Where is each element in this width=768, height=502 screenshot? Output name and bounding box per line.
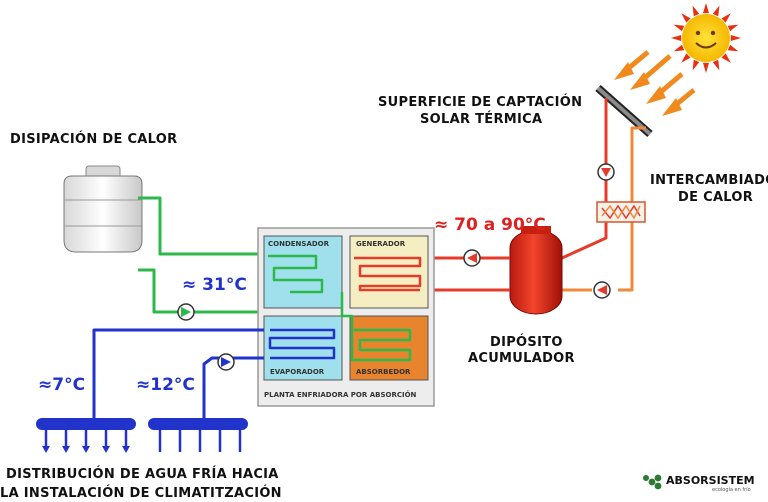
solar-surface-label-line2: SOLAR TÉRMICA — [420, 111, 542, 127]
chilled-return-temperature: ≈12°C — [136, 375, 195, 395]
generator-label: GENERADOR — [356, 240, 406, 248]
evaporator-label: EVAPORADOR — [270, 368, 325, 376]
cooling-water-circuit — [138, 196, 266, 316]
solar-surface-label-line1: SUPERFICIE DE CAPTACIÓN — [378, 94, 582, 110]
condenser-label: CONDENSADOR — [268, 240, 330, 248]
return-pump-icon — [593, 281, 611, 299]
absorber-label: ABSORBEDOR — [356, 368, 411, 376]
plant-title: PLANTA ENFRIADORA POR ABSORCIÓN — [264, 390, 417, 399]
supply-manifold — [36, 418, 136, 453]
chilled-water-circuit — [92, 328, 264, 418]
condenser-module — [263, 235, 343, 309]
heat-exchanger-label-line2: DE CALOR — [678, 190, 753, 205]
solar-pump-icon — [597, 163, 615, 181]
tank-label-line2: ACUMULADOR — [468, 351, 575, 366]
heat-dissipation-label: DISIPACIÓN DE CALOR — [10, 131, 177, 147]
solar-collector-icon — [595, 85, 653, 137]
hot-supply-temperature: ≈ 70 a 90°C — [434, 215, 546, 235]
cooling-temperature: ≈ 31°C — [182, 275, 247, 295]
tank-label-line1: DIPÓSITO — [490, 334, 563, 350]
absorption-chiller-plant: CONDENSADOR GENERADOR EVAPORADOR ABSORBE… — [257, 227, 435, 407]
brand-logo: ABSORSISTEM ecología en frío — [643, 474, 755, 493]
brand-tagline: ecología en frío — [712, 486, 751, 493]
cooling-pump-icon — [177, 303, 195, 321]
chilled-pump-icon — [217, 353, 235, 371]
storage-tank-icon — [509, 226, 563, 315]
hot-water-pump-icon — [463, 249, 481, 267]
generator-module — [349, 235, 429, 309]
sun-icon — [671, 3, 741, 73]
return-manifold — [148, 418, 248, 452]
brand-name: ABSORSISTEM — [666, 474, 755, 487]
heat-exchanger-label-line1: INTERCAMBIADOR — [650, 173, 768, 188]
distribution-label-line1: DISTRIBUCIÓN DE AGUA FRÍA HACIA — [6, 466, 279, 482]
distribution-label-line2: LA INSTALACIÓN DE CLIMATITZACIÓN — [0, 485, 282, 501]
clover-icon — [643, 474, 662, 490]
absorber-module — [349, 315, 429, 381]
solar-radiation-arrows — [614, 50, 696, 116]
solar-circuit — [561, 98, 646, 292]
cooling-tower-icon — [63, 165, 143, 253]
heat-exchanger-icon — [596, 201, 646, 223]
chilled-supply-temperature: ≈7°C — [38, 375, 85, 395]
